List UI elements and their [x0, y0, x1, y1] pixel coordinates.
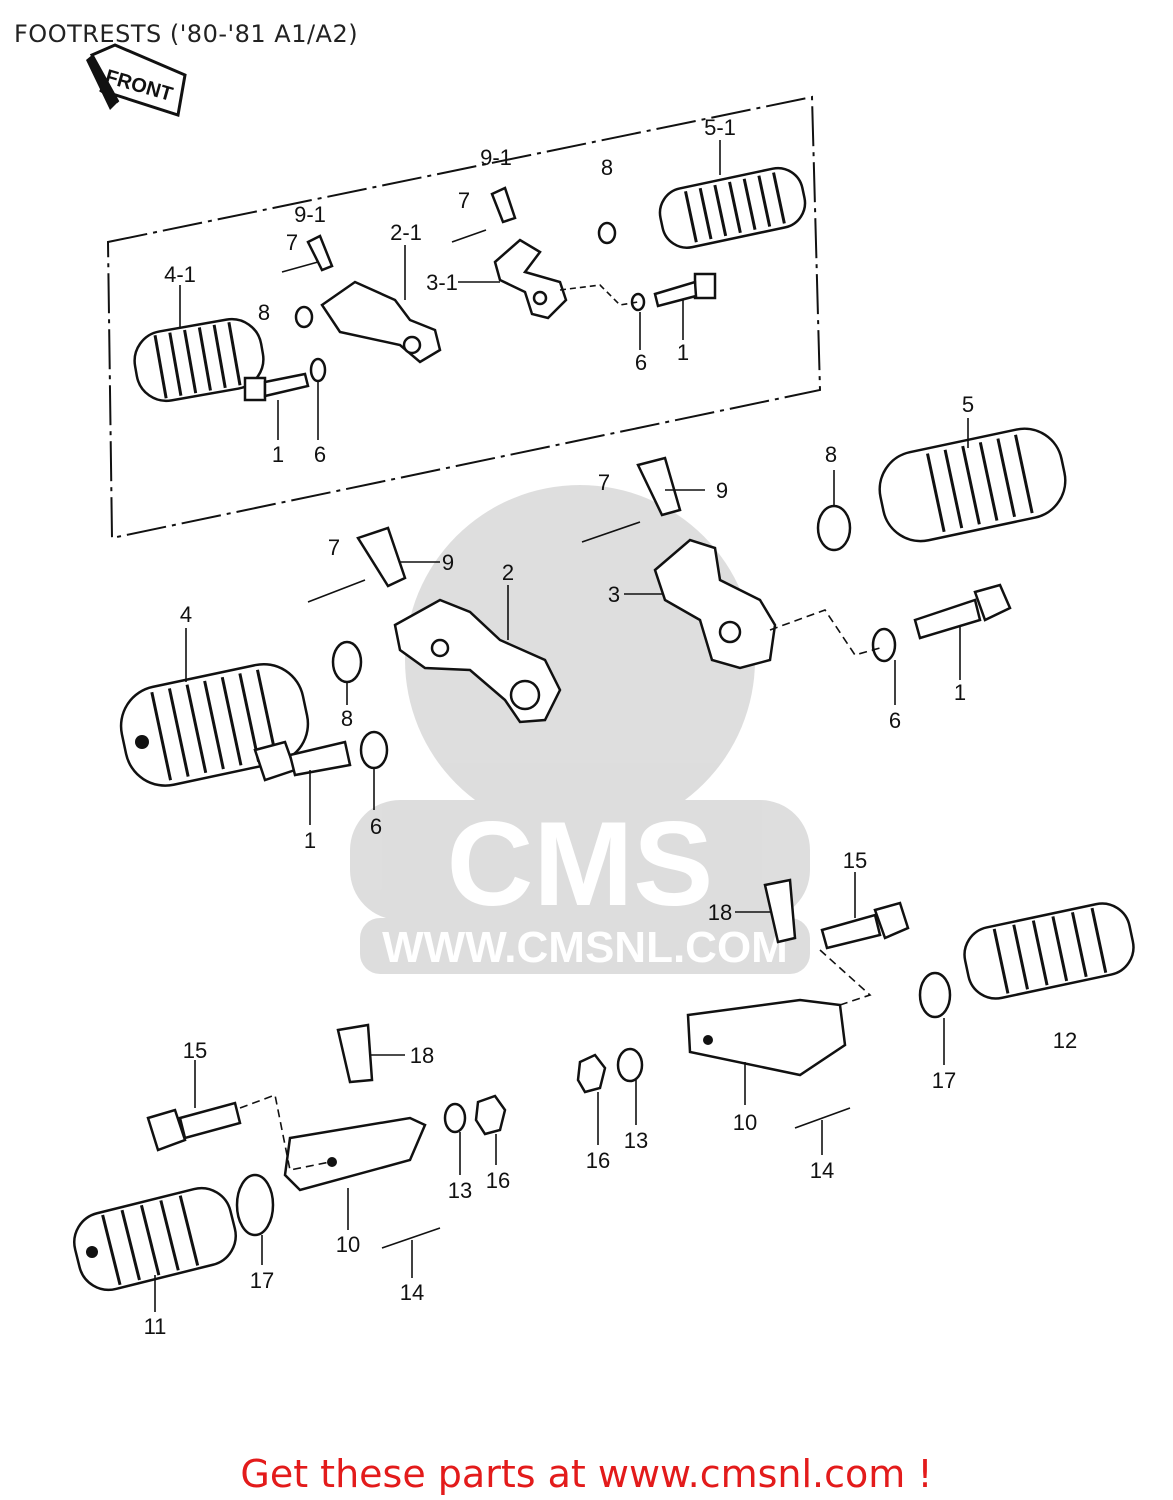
- inset-footpeg-4-1: [133, 317, 265, 403]
- callout-15-left: 15: [183, 1038, 207, 1063]
- rear-pins: [307, 456, 682, 603]
- inset-bolt-right: [653, 272, 717, 308]
- front-footpeg-12: [963, 902, 1135, 1000]
- inset-leader-lines: [179, 140, 721, 440]
- callout-1-left: 1: [272, 442, 284, 467]
- callout-10-right: 10: [733, 1110, 757, 1135]
- callout-4: 4: [180, 602, 192, 627]
- inset-bolt-left: [243, 372, 310, 402]
- callout-13-left: 13: [448, 1178, 472, 1203]
- front-arrow: FRONT: [86, 43, 187, 117]
- callout-labels: 4-1 2-1 3-1 5-1 9-1 9-1 7 7 8 8 1 1 6 6 …: [144, 115, 1078, 1339]
- watermark-logo: CMS: [447, 797, 714, 931]
- front-washers-nuts: [235, 971, 952, 1237]
- inset-bracket-3-1: [493, 238, 568, 320]
- front-bolts: [146, 901, 910, 1152]
- callout-3: 3: [608, 582, 620, 607]
- callout-13-right: 13: [624, 1128, 648, 1153]
- callout-8-left: 8: [258, 300, 270, 325]
- callout-6-rear-left: 6: [370, 814, 382, 839]
- callout-2-1: 2-1: [390, 220, 422, 245]
- callout-1-rear-right: 1: [954, 680, 966, 705]
- front-leader-lines: [154, 872, 945, 1312]
- callout-15-right: 15: [843, 848, 867, 873]
- cms-watermark: CMS WWW.CMSNL.COM: [350, 485, 810, 974]
- callout-1-rear-left: 1: [304, 828, 316, 853]
- callout-5-1: 5-1: [704, 115, 736, 140]
- callout-7-right: 7: [458, 188, 470, 213]
- callout-14-left: 14: [400, 1280, 424, 1305]
- front-bracket-10-left: [283, 1116, 427, 1192]
- callout-6-rear-right: 6: [889, 708, 901, 733]
- callout-17-right: 17: [932, 1068, 956, 1093]
- callout-5: 5: [962, 392, 974, 417]
- callout-7-rear-left: 7: [328, 535, 340, 560]
- callout-8-rear-left: 8: [341, 706, 353, 731]
- footer-link[interactable]: Get these parts at www.cmsnl.com !: [240, 1452, 933, 1496]
- callout-14-right: 14: [810, 1158, 834, 1183]
- front-bracket-10-right: [686, 998, 847, 1077]
- callout-16-right: 16: [586, 1148, 610, 1173]
- callout-8-rear-right: 8: [825, 442, 837, 467]
- callout-12: 12: [1053, 1028, 1077, 1053]
- inset-frame: [106, 95, 822, 540]
- callout-7-left: 7: [286, 230, 298, 255]
- inset-bracket-2-1: [320, 280, 442, 364]
- inset-pins: [281, 186, 517, 273]
- callout-6-right: 6: [635, 350, 647, 375]
- callout-8-right: 8: [601, 155, 613, 180]
- callout-9-rear-right: 9: [716, 478, 728, 503]
- callout-9-1-right: 9-1: [480, 145, 512, 170]
- page-title: FOOTRESTS ('80-'81 A1/A2): [14, 20, 359, 48]
- callout-10-left: 10: [336, 1232, 360, 1257]
- rear-leader-lines: [185, 418, 969, 825]
- watermark-url: WWW.CMSNL.COM: [382, 923, 788, 972]
- inset-footpeg-5-1: [658, 166, 807, 249]
- callout-3-1: 3-1: [426, 270, 458, 295]
- callout-11: 11: [144, 1314, 167, 1339]
- rear-bracket-3: [653, 538, 777, 670]
- callout-9-1-left: 9-1: [294, 202, 326, 227]
- callout-2: 2: [502, 560, 514, 585]
- rear-bracket-2: [393, 598, 562, 724]
- callout-6-left: 6: [314, 442, 326, 467]
- rear-bolt-left: [253, 740, 352, 782]
- front-footpeg-11: [73, 1186, 237, 1292]
- callout-17-left: 17: [250, 1268, 274, 1293]
- rear-footpeg-5: [878, 427, 1067, 543]
- callout-16-left: 16: [486, 1168, 510, 1193]
- front-pins-18: [336, 878, 797, 1084]
- callout-18-left: 18: [410, 1043, 434, 1068]
- callout-7-rear-right: 7: [598, 470, 610, 495]
- inset-washers: [294, 221, 646, 383]
- rear-bolt-right: [913, 583, 1012, 640]
- callout-1-right: 1: [677, 340, 689, 365]
- callout-18-right: 18: [708, 900, 732, 925]
- front-cotter-pins-14: [381, 1107, 851, 1249]
- callout-9-rear-left: 9: [442, 550, 454, 575]
- callout-4-1: 4-1: [164, 262, 196, 287]
- rear-washers: [331, 504, 897, 770]
